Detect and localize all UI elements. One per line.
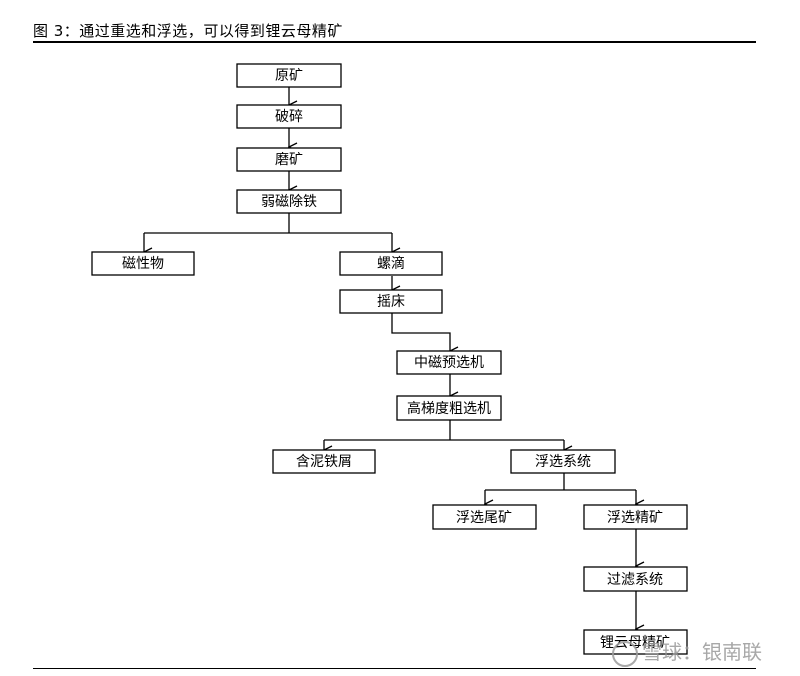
node-luodi: 螺滴 xyxy=(339,251,443,276)
svg-text:螺滴: 螺滴 xyxy=(377,255,405,272)
node-posui: 破碎 xyxy=(236,104,342,129)
top-rule xyxy=(33,41,756,43)
svg-text:磁性物: 磁性物 xyxy=(122,256,164,272)
svg-text:高梯度粗选机: 高梯度粗选机 xyxy=(407,400,491,417)
svg-text:破碎: 破碎 xyxy=(275,109,303,125)
figure-caption: 图 3：通过重选和浮选，可以得到锂云母精矿 xyxy=(33,22,343,40)
node-zhongciyuxuanji: 中磁预选机 xyxy=(396,350,502,375)
svg-text:摇床: 摇床 xyxy=(377,294,405,310)
node-mokuang: 磨矿 xyxy=(236,147,342,172)
watermark: 雪球：银南联 xyxy=(612,636,762,667)
svg-text:原矿: 原矿 xyxy=(275,68,303,84)
svg-text:浮选精矿: 浮选精矿 xyxy=(607,510,663,526)
svg-text:弱磁除铁: 弱磁除铁 xyxy=(261,194,317,210)
svg-text:过滤系统: 过滤系统 xyxy=(607,572,663,588)
svg-text:浮选尾矿: 浮选尾矿 xyxy=(456,510,512,526)
node-yaochuang: 摇床 xyxy=(339,289,443,314)
bottom-rule xyxy=(33,668,756,669)
svg-text:磨矿: 磨矿 xyxy=(275,152,303,168)
edge-yaochuang-zhongci xyxy=(391,313,450,351)
watermark-text: 雪球：银南联 xyxy=(642,640,762,664)
node-yuankuang: 原矿 xyxy=(236,63,342,88)
node-hannitiexie: 含泥铁屑 xyxy=(272,449,376,474)
node-ruociechutie: 弱磁除铁 xyxy=(236,189,342,214)
node-cixingwu: 磁性物 xyxy=(91,251,195,276)
node-guolvxitong: 过滤系统 xyxy=(583,566,688,592)
node-fuxuanjingkuang: 浮选精矿 xyxy=(583,504,688,530)
snowball-logo-icon xyxy=(612,640,638,667)
node-fuxuanxitong: 浮选系统 xyxy=(510,449,616,474)
node-fuxuanweikuang: 浮选尾矿 xyxy=(432,504,537,530)
svg-text:中磁预选机: 中磁预选机 xyxy=(414,355,484,371)
node-gaotiducuxuanji: 高梯度粗选机 xyxy=(396,395,502,421)
svg-text:含泥铁屑: 含泥铁屑 xyxy=(296,454,352,470)
svg-text:浮选系统: 浮选系统 xyxy=(535,454,591,470)
